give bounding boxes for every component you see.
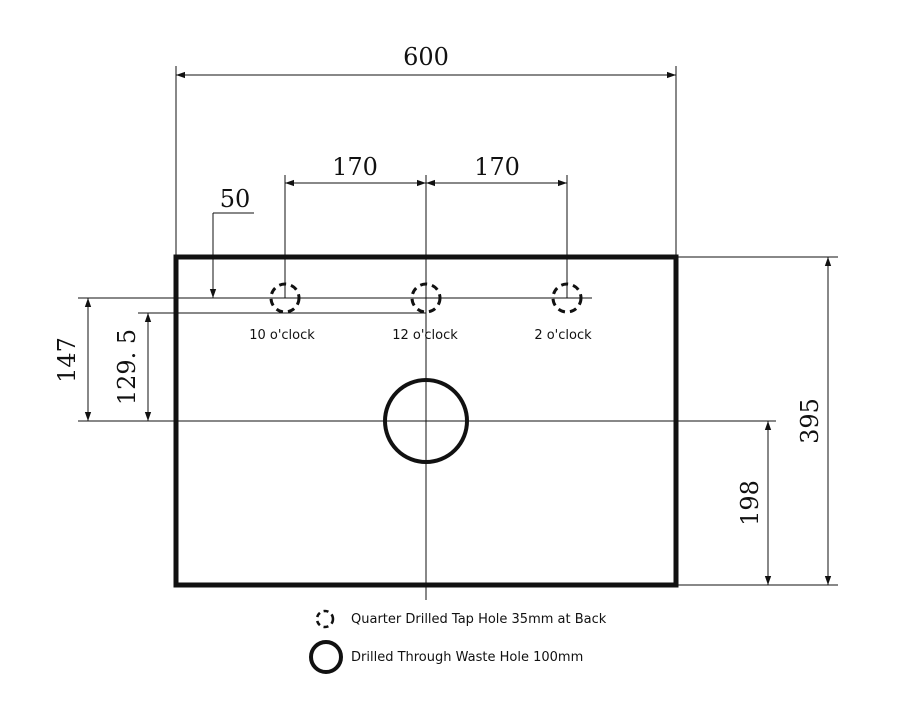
depth-outer-label: 147 [53, 337, 81, 383]
waste-from-front-label: 198 [736, 480, 764, 526]
tap-hole-left-icon [269, 282, 301, 314]
tap-spacing-right-label: 170 [474, 153, 520, 181]
tap-offset-label: 50 [220, 185, 251, 213]
tap-label-2-oclock: 2 o'clock [534, 328, 592, 343]
tap-label-12-oclock: 12 o'clock [392, 328, 458, 343]
waste-hole-icon [383, 378, 469, 464]
legend-tap-hole-icon [315, 609, 335, 629]
depth-inner-label: 129. 5 [113, 329, 141, 405]
dimension-overall-width: 600 [175, 43, 677, 257]
tap-spacing-left-label: 170 [332, 153, 378, 181]
overall-width-label: 600 [403, 43, 449, 71]
dimension-depth-right: 395 198 [676, 256, 838, 586]
legend: Quarter Drilled Tap Hole 35mm at Back Dr… [309, 609, 607, 674]
tap-label-10-oclock: 10 o'clock [249, 328, 315, 343]
dimension-depth-left: 147 129. 5 [53, 297, 426, 421]
dimension-tap-offset: 50 [209, 185, 254, 298]
legend-waste-hole-icon [309, 640, 343, 674]
overall-depth-label: 395 [796, 398, 824, 444]
tap-hole-right-icon [551, 282, 583, 314]
legend-waste-hole-text: Drilled Through Waste Hole 100mm [351, 650, 583, 665]
legend-tap-hole-text: Quarter Drilled Tap Hole 35mm at Back [351, 612, 607, 627]
tap-hole-center-icon [410, 282, 442, 314]
dimension-tap-spacing: 170 170 [284, 153, 568, 298]
